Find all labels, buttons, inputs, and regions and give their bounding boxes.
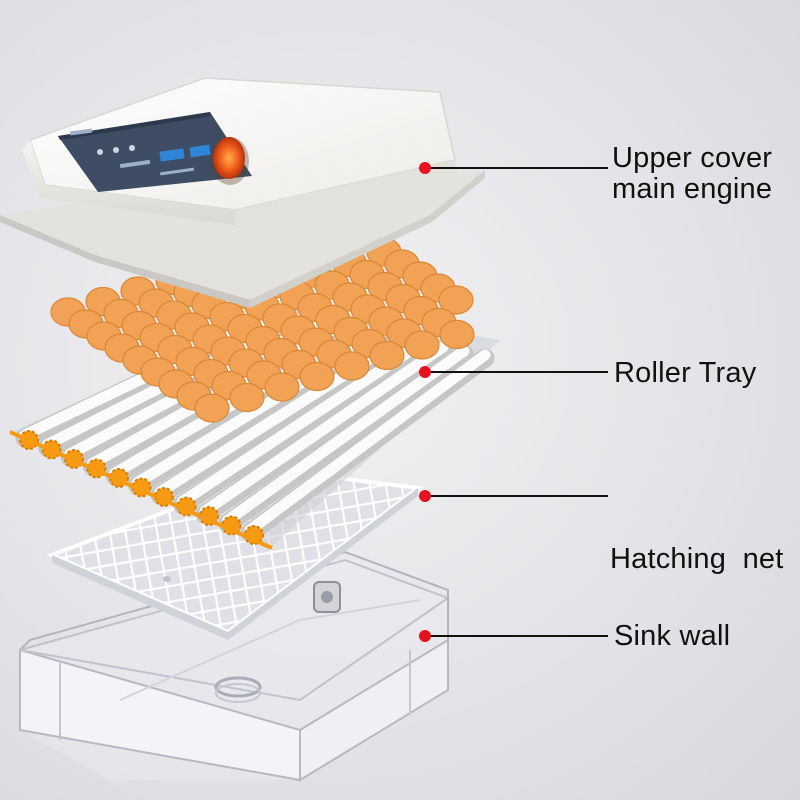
roller-tray-label: Roller Tray bbox=[614, 358, 756, 389]
egg-slot-layer bbox=[50, 235, 475, 423]
hatching-net-label-line-1: Hatching net bbox=[610, 543, 784, 575]
egg-candling-light-icon bbox=[211, 137, 249, 185]
sink-wall-label: Sink wall bbox=[614, 621, 730, 652]
upper-cover-label-line-2: main engine bbox=[612, 173, 773, 205]
egg-slot bbox=[194, 393, 230, 423]
egg-slot bbox=[439, 319, 475, 350]
upper-cover-label: Upper cover main engine bbox=[612, 143, 772, 205]
hatching-net-label: Hatching net bbox=[610, 482, 784, 606]
control-panel-icon bbox=[58, 112, 252, 192]
egg-slot bbox=[229, 382, 265, 413]
upper-cover-label-line-1: Upper cover bbox=[612, 142, 773, 174]
roller-tray-label-line-1: Roller Tray bbox=[614, 357, 757, 389]
roller-drive-rail bbox=[9, 430, 273, 550]
egg-slot bbox=[334, 351, 370, 381]
egg-slot bbox=[369, 340, 405, 371]
motor-icon bbox=[313, 581, 341, 613]
egg-slot bbox=[264, 372, 300, 402]
egg-slot bbox=[438, 285, 474, 315]
egg-slot bbox=[299, 361, 335, 392]
sink-wall-label-line-1: Sink wall bbox=[614, 620, 731, 652]
sink-wall-part bbox=[19, 550, 451, 782]
upper-cover-part bbox=[0, 77, 485, 308]
egg-slot bbox=[404, 330, 440, 360]
